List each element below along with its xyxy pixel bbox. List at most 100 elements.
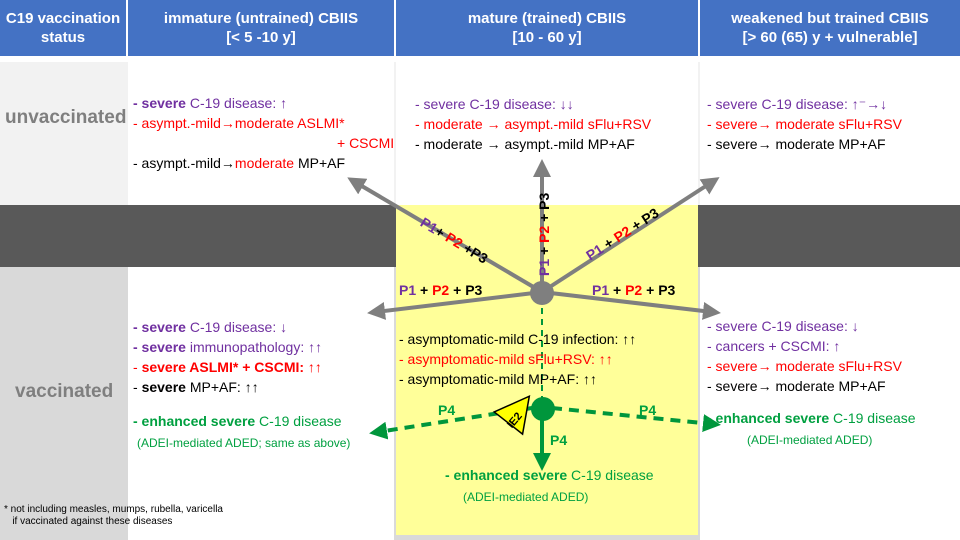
unvax-young-line1: - severe C-19 disease: ↑	[133, 93, 394, 113]
arrow-to-young-vax	[367, 290, 543, 320]
p1: P1	[536, 258, 552, 276]
vax-mid-line4: - enhanced severe C-19 disease	[445, 465, 654, 485]
row-label-unvaccinated: unvaccinated	[5, 107, 127, 128]
unvax-young-line3: + CSCMI	[337, 135, 395, 151]
vax-mid-enhanced: - enhanced severe C-19 disease (ADEI-med…	[445, 465, 654, 507]
vax-young-line2: - severe immunopathology: ↑↑	[133, 337, 350, 357]
header-immature: immature (untrained) CBIIS [< 5 -10 y]	[128, 0, 394, 56]
old-unvax-cell	[700, 62, 960, 205]
header-weakened-line1: weakened but trained CBIIS	[731, 10, 929, 27]
header-immature-line1: immature (untrained) CBIIS	[163, 10, 359, 27]
vax-mid-line5: (ADEI-mediated ADED)	[463, 490, 589, 504]
mid-highlight-column	[396, 205, 698, 535]
plus: +	[646, 282, 655, 298]
unvax-mid-text: - severe C-19 disease: ↓↓ - moderate → a…	[415, 94, 651, 154]
vax-mid-line3: - asymptomatic-mild MP+AF: ↑↑	[399, 371, 597, 387]
mpaf-label: MP+AF	[294, 155, 346, 171]
immunopathology-label: immunopathology: ↑↑	[185, 339, 323, 355]
vax-old-text: - severe C-19 disease: ↓ - cancers + CSC…	[707, 316, 916, 450]
center-node	[530, 281, 554, 305]
severe-label: - severe	[133, 339, 186, 355]
c19-disease-label: C-19 disease: ↑	[185, 95, 288, 111]
old-vax-cell	[700, 267, 960, 540]
mid-unvax-cell	[396, 62, 698, 205]
p2: P2	[536, 225, 552, 243]
gray-arrows	[347, 159, 721, 320]
p3: P3	[658, 282, 676, 298]
severe-label: - severe	[133, 95, 186, 111]
p2: P2	[432, 282, 450, 298]
header-mature: mature (trained) CBIIS [10 - 60 y]	[396, 0, 698, 56]
vax-mid-text: - asymptomatic-mild C-19 infection: ↑↑ -…	[399, 329, 636, 389]
vax-old-line2: - cancers + CSCMI: ↑	[707, 338, 841, 354]
header-immature-line2: [< 5 -10 y]	[226, 29, 296, 46]
vax-old-line5: - enhanced severe C-19 disease	[707, 408, 916, 428]
header-weakened-line2: [> 60 (65) y + vulnerable]	[742, 29, 918, 46]
vax-old-line6: (ADEI-mediated ADED)	[747, 433, 873, 447]
label-old-vax-arrow: P1 + P2 + P3	[592, 282, 675, 298]
p3: P3	[465, 282, 483, 298]
sflu-rsv-label: sFlu+RSV	[587, 116, 652, 132]
young-vax-cell	[128, 267, 394, 540]
c19-disease-label: C-19 disease: ↓	[185, 319, 288, 335]
unvax-old-line3: - severe→ moderate MP+AF	[707, 136, 886, 152]
arrow-to-old-unvax	[540, 177, 720, 294]
plus: +	[613, 282, 622, 298]
unvax-young-text: - severe C-19 disease: ↑ - asympt.-mild→…	[133, 93, 394, 173]
dash: -	[133, 359, 142, 375]
footnote-line1: * not including measles, mumps, rubella,…	[4, 504, 223, 515]
c19-disease-label: C-19 disease	[567, 467, 654, 483]
vax-old-line3: - severe→ moderate sFlu+RSV	[707, 358, 902, 374]
header-status-line2: status	[40, 29, 86, 46]
plus: +	[420, 282, 429, 298]
c19-disease-label: C-19 disease	[829, 410, 916, 426]
unvax-mid-line3: - moderate → asympt.-mild MP+AF	[415, 136, 635, 152]
unvax-old-text: - severe C-19 disease: ↑⁻→↓ - severe→ mo…	[707, 94, 902, 154]
arrow-to-old-vax	[541, 290, 721, 320]
ie2-warning-icon	[492, 394, 531, 436]
header-weakened: weakened but trained CBIIS [> 60 (65) y …	[700, 0, 960, 56]
vax-young-line3: - severe ASLMI* + CSCMI: ↑↑	[133, 357, 350, 377]
vax-mid-line1: - asymptomatic-mild C-19 infection: ↑↑	[399, 331, 637, 347]
vax-old-line1: - severe C-19 disease: ↓	[707, 318, 859, 334]
enhanced-severe-label: - enhanced severe	[445, 467, 568, 483]
arrow-to-young-unvax	[347, 177, 544, 294]
enhanced-severe-label: - enhanced severe	[707, 410, 830, 426]
footnote: * not including measles, mumps, rubella,…	[4, 504, 223, 528]
asympt-label: - asympt.-mild→	[133, 155, 235, 171]
p1: P1	[592, 282, 610, 298]
p2: P2	[625, 282, 643, 298]
vax-young-line1: - severe C-19 disease: ↓	[133, 317, 350, 337]
label-p4-right: P4	[639, 402, 657, 418]
p1: P1	[399, 282, 417, 298]
header-status-line1: C19 vaccination	[5, 10, 121, 27]
plus: +	[536, 246, 552, 255]
unvax-young-line4: - asympt.-mild→moderate MP+AF	[133, 153, 394, 173]
vax-old-line4: - severe→ moderate MP+AF	[707, 378, 886, 394]
mpaf-label: MP+AF: ↑↑	[185, 379, 259, 395]
vax-young-text: - severe C-19 disease: ↓ - severe immuno…	[133, 317, 350, 453]
vax-young-line4: - severe MP+AF: ↑↑	[133, 377, 350, 397]
severe-label: severe	[141, 379, 186, 395]
green-node	[531, 397, 555, 421]
unvax-old-line2: - severe→ moderate sFlu+RSV	[707, 116, 902, 132]
vax-mid-line2: - asymptomatic-mild sFlu+RSV: ↑↑	[399, 351, 613, 367]
severe-label: - severe	[133, 319, 186, 335]
vax-young-line6: (ADEI-mediated ADED; same as above)	[137, 436, 351, 450]
label-p4-left: P4	[438, 402, 456, 418]
unvax-mid-line2: - moderate → asympt.-mild sFlu+RSV	[415, 114, 651, 134]
vax-young-line5: - enhanced severe C-19 disease	[133, 411, 350, 431]
arrow-p4-right	[551, 406, 721, 433]
aslmi-label: severe ASLMI* + CSCMI: ↑↑	[141, 359, 322, 375]
plus: +	[536, 213, 552, 222]
unvax-old-line1: - severe C-19 disease: ↑⁻→↓	[707, 96, 888, 112]
enhanced-severe-label: - enhanced severe	[133, 413, 256, 429]
label-young-vax-arrow: P1 + P2 + P3	[399, 282, 482, 298]
dash: -	[133, 379, 142, 395]
p3: P3	[536, 192, 552, 210]
unvax-young-line2: - asympt.-mild→moderate ASLMI*	[133, 115, 345, 131]
plus: +	[453, 282, 462, 298]
label-p4-down: P4	[550, 432, 568, 448]
header-status: C19 vaccination status	[0, 0, 126, 56]
